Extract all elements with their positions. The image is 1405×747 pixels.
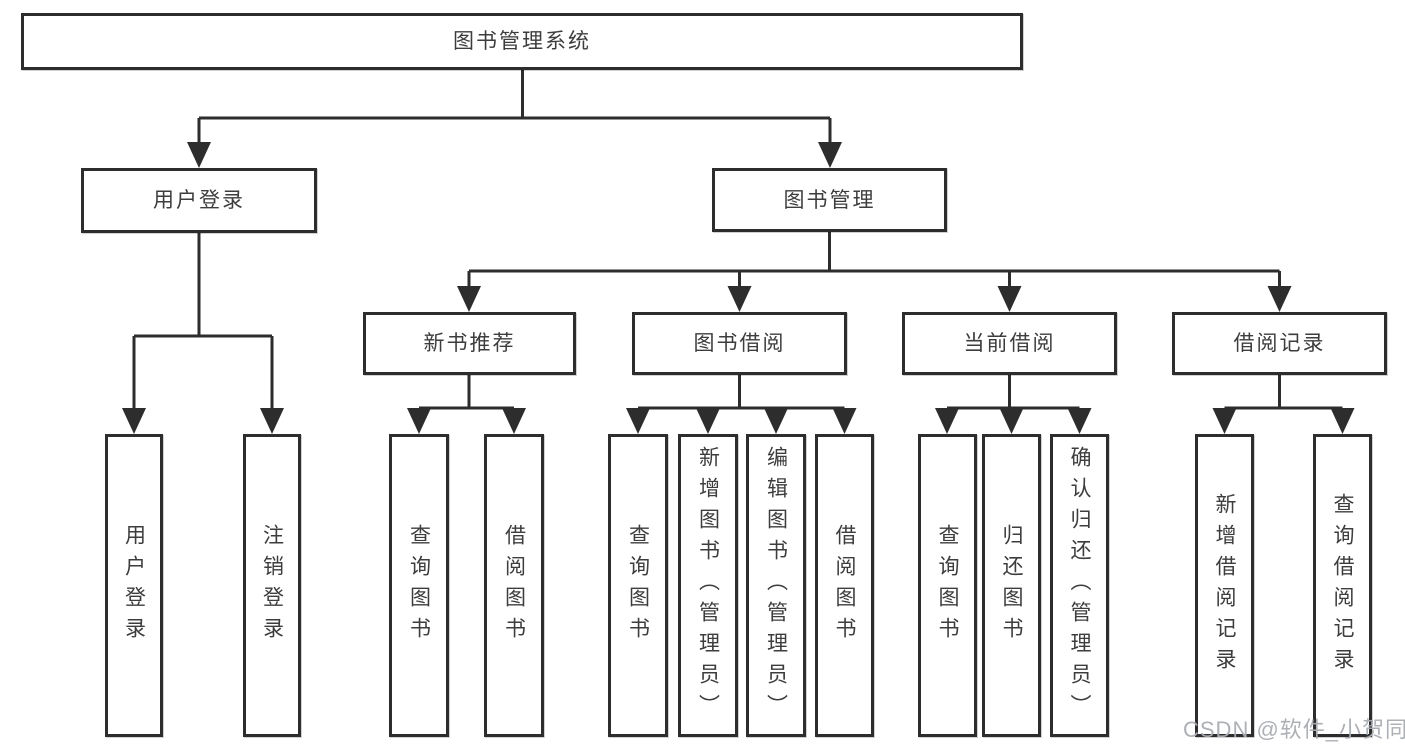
leaf-borrow-books-2-label: 借阅图书 <box>833 523 856 648</box>
node-book-borrow: 图书借阅 <box>632 312 847 375</box>
node-new-book-recommend: 新书推荐 <box>363 312 576 375</box>
leaf-query-books-2: 查询图书 <box>608 434 668 737</box>
node-root: 图书管理系统 <box>21 13 1023 70</box>
leaf-query-books-3-label: 查询图书 <box>936 523 959 648</box>
node-book-borrow-label: 图书借阅 <box>693 332 786 355</box>
leaf-query-books-1: 查询图书 <box>389 434 449 737</box>
connector-new-book-recommend <box>407 375 526 434</box>
leaf-query-borrow-record-label: 查询借阅记录 <box>1331 492 1354 679</box>
leaf-add-book-admin-label: 新增图书（管理员） <box>696 446 720 725</box>
connector-book-borrow <box>626 375 857 434</box>
leaf-confirm-return-admin: 确认归还（管理员） <box>1050 434 1109 737</box>
connector-root <box>187 69 842 168</box>
connector-borrow-records <box>1212 375 1355 434</box>
leaf-user-login: 用户登录 <box>105 434 163 737</box>
connector-current-borrow <box>935 375 1092 434</box>
leaf-borrow-books-2: 借阅图书 <box>815 434 874 737</box>
node-book-management: 图书管理 <box>712 168 947 232</box>
node-borrow-records: 借阅记录 <box>1172 312 1387 375</box>
leaf-add-book-admin: 新增图书（管理员） <box>678 434 738 737</box>
node-current-borrow: 当前借阅 <box>902 312 1117 375</box>
watermark: CSDN @软件_小贺同学 <box>1183 717 1405 742</box>
node-book-management-label: 图书管理 <box>783 188 876 212</box>
leaf-return-book-label: 归还图书 <box>1000 523 1023 648</box>
leaf-edit-book-admin-label: 编辑图书（管理员） <box>764 446 788 725</box>
node-user-login-label: 用户登录 <box>153 189 245 212</box>
node-user-login: 用户登录 <box>81 168 317 233</box>
node-new-book-recommend-label: 新书推荐 <box>423 332 516 355</box>
leaf-logout: 注销登录 <box>243 434 301 737</box>
leaf-query-books-3: 查询图书 <box>918 434 977 737</box>
leaf-query-books-1-label: 查询图书 <box>407 523 431 648</box>
leaf-user-login-label: 用户登录 <box>122 523 146 648</box>
leaf-query-borrow-record: 查询借阅记录 <box>1313 434 1372 737</box>
leaf-add-borrow-record: 新增借阅记录 <box>1195 434 1254 737</box>
leaf-add-borrow-record-label: 新增借阅记录 <box>1213 492 1236 679</box>
connector-book-management <box>457 232 1292 312</box>
leaf-return-book: 归还图书 <box>982 434 1041 737</box>
leaf-edit-book-admin: 编辑图书（管理员） <box>746 434 806 737</box>
connector-user-login <box>122 233 284 434</box>
leaf-query-books-2-label: 查询图书 <box>626 523 650 648</box>
leaf-borrow-books-1-label: 借阅图书 <box>502 523 526 648</box>
leaf-confirm-return-admin-label: 确认归还（管理员） <box>1068 446 1091 725</box>
leaf-borrow-books-1: 借阅图书 <box>484 434 544 737</box>
node-current-borrow-label: 当前借阅 <box>963 332 1056 355</box>
node-root-label: 图书管理系统 <box>453 30 591 53</box>
node-borrow-records-label: 借阅记录 <box>1233 332 1326 355</box>
leaf-logout-label: 注销登录 <box>260 523 284 648</box>
